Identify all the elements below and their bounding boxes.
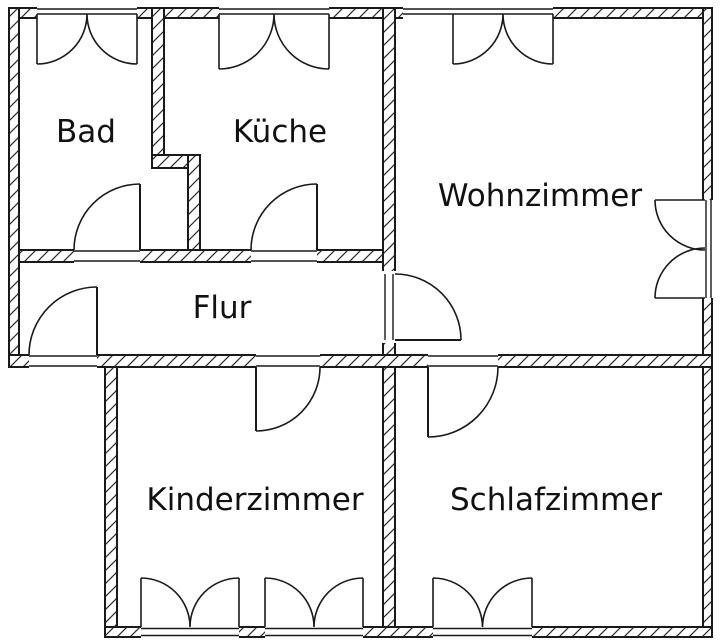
wall-center-lower [382,339,396,628]
window-arcs [654,199,706,299]
room-label-kinderzimmer: Kinderzimmer [146,482,363,518]
door-opening-schlafzimmer [428,352,498,370]
room-label-flur: Flur [193,290,252,326]
door-opening-kueche [251,247,317,265]
window-wohnzimmer-top [452,13,554,65]
door-swing-arc [427,366,499,438]
window-opening-wohnzimmer-right [701,200,715,298]
door-swing-arc [250,183,318,251]
window-kinderzimmer-1 [140,577,240,628]
window-leaves [36,14,138,64]
wall-openings [29,6,715,639]
door-opening-entrance [29,352,97,370]
wall-flur-bottom [8,354,713,368]
window-leaves [432,578,533,627]
window-leaves [452,14,554,64]
wall-right [702,7,713,638]
wall-center-upper [382,7,396,275]
door-entrance [28,286,98,356]
door-opening-bad [74,247,140,265]
wall-lower-left [104,366,118,628]
wall-bad-kueche-upper [151,7,165,161]
window-opening-wohnzimmer-top [403,6,553,20]
room-labels: Bad Küche Wohnzimmer Flur Kinderzimmer S… [56,114,662,518]
window-arcs [36,13,138,65]
room-label-kueche: Küche [233,114,327,150]
window-leaves [264,578,364,627]
wall-bottom [104,626,713,638]
window-leaves [655,199,705,299]
opening-face-lines [29,8,712,637]
window-arcs [264,577,364,628]
room-label-bad: Bad [56,114,116,150]
window-arcs [140,577,240,628]
door-kueche [250,183,318,251]
window-kinderzimmer-2 [264,577,364,628]
window-arcs [432,577,533,628]
window-arcs [452,13,554,65]
door-opening-kinderzimmer [256,352,320,370]
window-opening-schlafzimmer [433,625,532,639]
room-label-wohnzimmer: Wohnzimmer [438,178,642,214]
door-swing-arc [73,183,141,251]
door-schlafzimmer [427,366,499,438]
window-kueche [218,13,330,70]
windows [36,13,706,628]
doors [28,183,499,438]
wall-left [8,7,20,368]
window-arcs [218,13,330,70]
room-label-schlafzimmer: Schlafzimmer [450,482,662,518]
window-schlafzimmer [432,577,533,628]
wall-bad-kueche-lower [187,154,201,263]
door-swing-arc [394,273,462,341]
door-bad [73,183,141,251]
window-leaves [140,578,240,627]
window-bad [36,13,138,65]
door-opening-wohnzimmer [381,271,397,343]
door-wohnzimmer [394,273,462,341]
window-wohnzimmer-right [654,199,706,299]
window-opening-kinderzimmer-2 [265,625,363,639]
door-kinderzimmer [255,366,321,432]
window-opening-kinderzimmer-1 [141,625,239,639]
window-leaves [218,14,330,69]
door-swing-arc [255,366,321,432]
door-swing-arc [28,286,98,356]
